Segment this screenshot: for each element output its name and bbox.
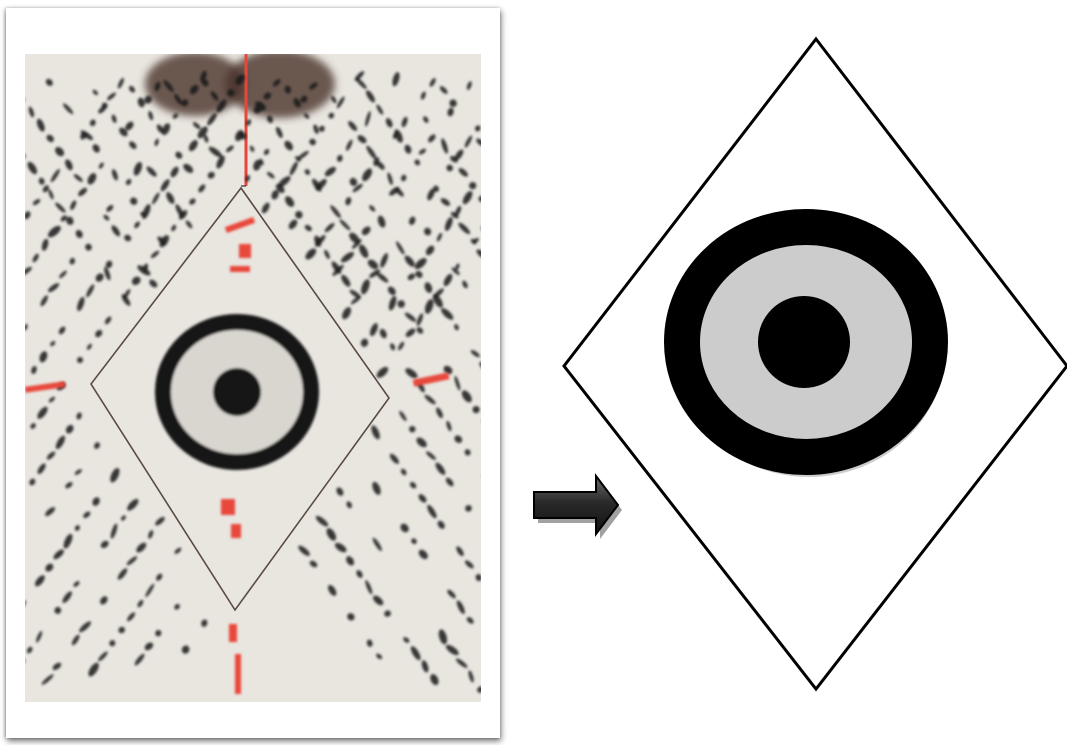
target-diagram: [560, 36, 1067, 692]
manuscript-photo: [25, 54, 481, 702]
target-center-dot: [758, 296, 850, 388]
manuscript-target: [163, 322, 311, 462]
manuscript-photo-frame: [6, 8, 500, 738]
